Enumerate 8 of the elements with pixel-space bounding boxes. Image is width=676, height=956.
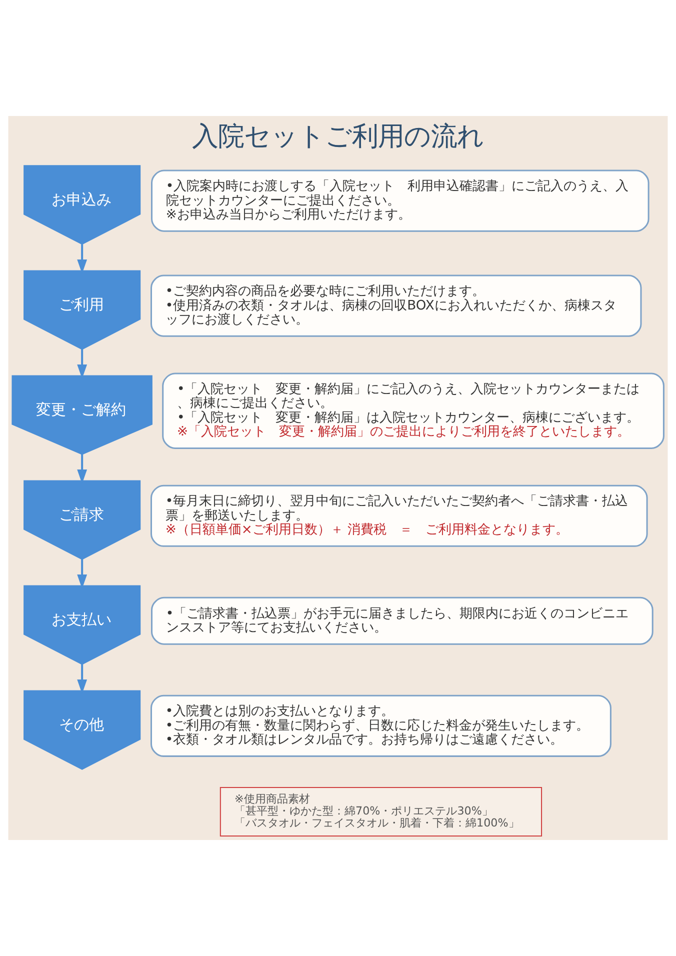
- node-box: •ご契約内容の商品を必要な時にご利用いただけます。 •使用済みの衣類・タオルは、病棟の回収BOXにお入れいただくか、病棟スタッフにお渡しください。: [150, 274, 642, 337]
- node-box: •入院案内時にお渡しする「入院セット 利用申込確認書」にご記入のうえ、入院セットカウンターにご提出ください。 ※お申込み当日からご利用いただけます。: [151, 170, 650, 232]
- diagram-title: 入院セットご利用の流れ: [192, 122, 484, 152]
- node-box: •入院費とは別のお支払いとなります。 •ご利用の有無・数量に関わらず、日数に応じた料金が発生いたします。 •衣類・タオル類はレンタル品です。お持ち帰りはご遠慮ください。: [150, 694, 612, 757]
- node-box: ※使用商品素材 「甚平型・ゆかた型：綿70%・ポリエステル30%」 「バスタオル・フェイスタオル・肌着・下着：綿100%」: [220, 786, 542, 836]
- node-box: •毎月末日に締切り、翌月中旬にご記入いただいたご契約者へ「ご請求書・払込票」を郵送いたします。 ※（日額単価×ご利用日数）＋ 消費税 ＝ ご利用料金となります。: [150, 484, 648, 547]
- node-box: •「入院セット 変更・解約届」にご記入のうえ、入院セットカウンターまたは、病棟にご提出ください。 •「入院セット 変更・解約届」は入院セットカウンター、病棟にございます。 ※「入院セット 変更・解約届」のご提出によりご利用を終了といたします。: [162, 372, 664, 449]
- node-box: •「ご請求書・払込票」がお手元に届きましたら、期限内にお近くのコンビニエンスストア等にてお支払いください。: [151, 596, 654, 645]
